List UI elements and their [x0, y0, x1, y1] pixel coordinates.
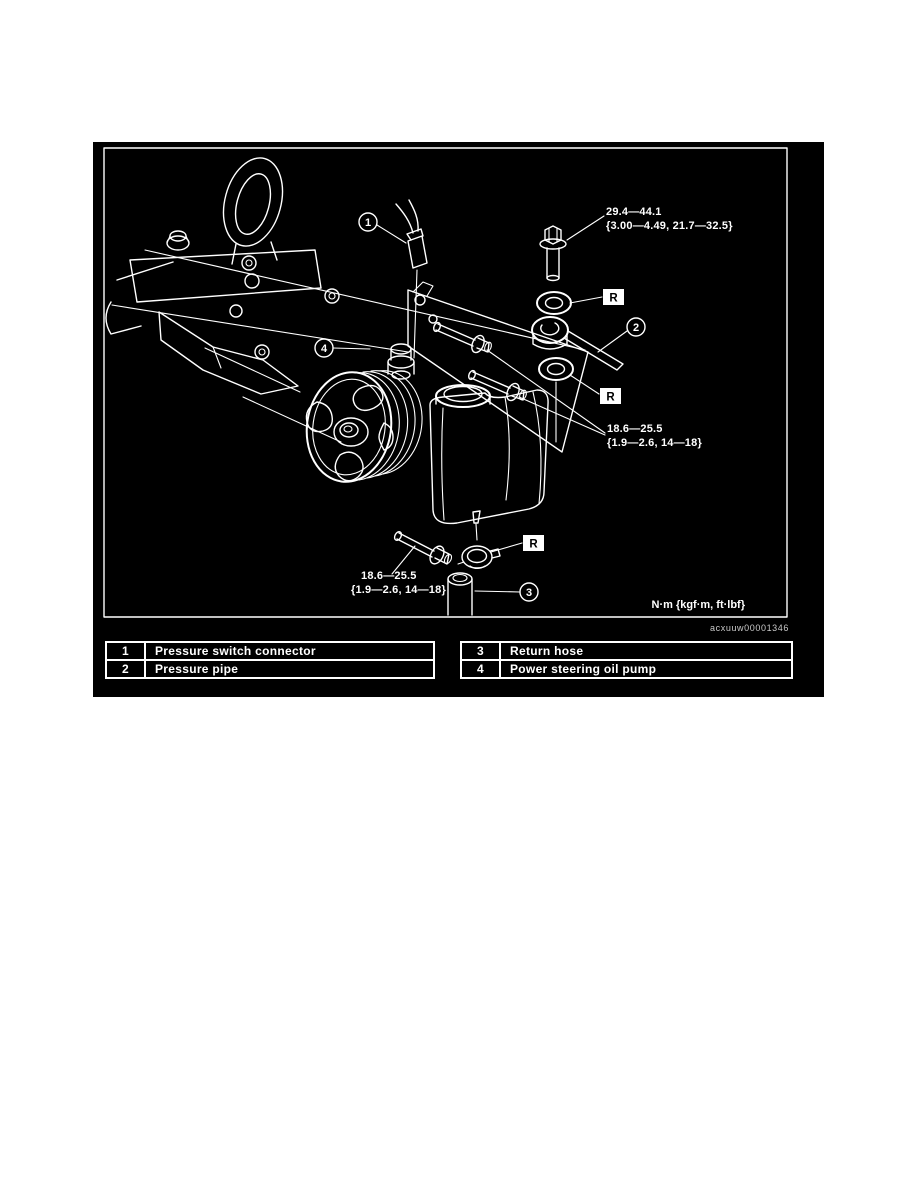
callout-3-number: 3	[526, 587, 532, 599]
callout-4: 4	[314, 338, 334, 358]
sealing-washer-upper-illustration	[536, 291, 572, 315]
replace-mark-2-letter: R	[606, 392, 615, 404]
torque-mounting-line1: 18.6—25.5	[607, 423, 663, 435]
replace-mark-3-letter: R	[529, 539, 538, 551]
callout-1-number: 1	[365, 217, 371, 229]
figure-panel: 1 2 3 4 R R	[93, 142, 824, 697]
legend-row-1: 1 Pressure switch connector	[107, 643, 433, 659]
figure-frame	[103, 147, 788, 618]
legend-row-3: 3 Return hose	[462, 643, 791, 659]
mounting-bolt-upper-illustration	[433, 321, 492, 354]
callout-4-number: 4	[321, 343, 328, 355]
legend-row-1-number: 1	[107, 643, 146, 659]
legend-row-3-number: 3	[462, 643, 501, 659]
torque-spec-mounting-bolts: 18.6—25.5 {1.9—2.6, 14—18}	[607, 423, 702, 449]
legend-row-4: 4 Power steering oil pump	[462, 659, 791, 677]
pressure-switch-connector-illustration	[395, 199, 428, 359]
torque-upper-line2: {3.00—4.49, 21.7—32.5}	[606, 220, 733, 232]
exploded-view-diagram: 1 2 3 4 R R	[103, 147, 789, 633]
replace-mark-3: R	[523, 535, 544, 551]
legend-row-2-number: 2	[107, 661, 146, 677]
mounting-plate-illustration	[407, 281, 589, 453]
reservoir-illustration	[429, 384, 549, 525]
engine-bracket-illustration	[105, 157, 586, 443]
callout-3: 3	[519, 582, 539, 602]
hose-clamp-illustration	[457, 510, 501, 570]
lower-bolt-illustration	[393, 531, 453, 565]
replace-mark-1-letter: R	[609, 293, 618, 305]
replace-mark-2: R	[600, 388, 621, 404]
legend-row-2: 2 Pressure pipe	[107, 659, 433, 677]
legend-row-1-label: Pressure switch connector	[155, 644, 316, 658]
callout-2: 2	[626, 317, 646, 337]
pressure-pipe-bolt-illustration	[539, 225, 567, 282]
return-hose-illustration	[447, 572, 473, 616]
legend-table-left: 1 Pressure switch connector 2 Pressure p…	[105, 641, 435, 679]
torque-upper-line1: 29.4—44.1	[606, 206, 662, 218]
callout-2-number: 2	[633, 322, 639, 334]
figure-code: acxuuw00001346	[710, 623, 789, 633]
torque-lower-line2: {1.9—2.6, 14—18}	[351, 584, 446, 596]
legend-table-right: 3 Return hose 4 Power steering oil pump	[460, 641, 793, 679]
legend-row-2-label: Pressure pipe	[155, 662, 239, 676]
power-steering-pump-illustration	[305, 343, 423, 483]
torque-mounting-line2: {1.9—2.6, 14—18}	[607, 437, 702, 449]
legend-row-4-label: Power steering oil pump	[510, 662, 657, 676]
torque-lower-line1: 18.6—25.5	[361, 570, 417, 582]
legend-row-4-number: 4	[462, 661, 501, 677]
torque-units-note: N·m {kgf·m, ft·lbf}	[652, 599, 746, 611]
sealing-washer-lower-illustration	[538, 357, 574, 443]
torque-spec-lower-bolt: 18.6—25.5 {1.9—2.6, 14—18}	[351, 570, 446, 596]
legend-row-3-label: Return hose	[510, 644, 584, 658]
mounting-bolt-lower-illustration	[468, 369, 527, 402]
callout-leaders	[332, 215, 628, 593]
callout-1: 1	[358, 212, 378, 232]
pressure-pipe-banjo-illustration	[531, 316, 624, 371]
replace-mark-1: R	[603, 289, 624, 305]
torque-spec-upper-bolt: 29.4—44.1 {3.00—4.49, 21.7—32.5}	[606, 206, 733, 232]
